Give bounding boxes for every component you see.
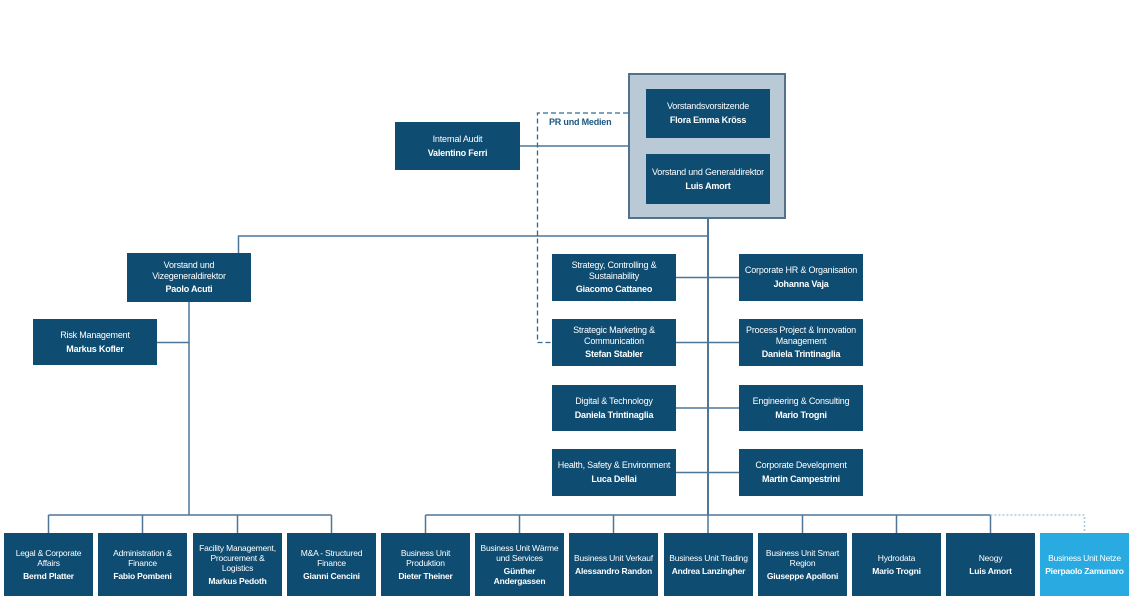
node-title: Facility Management, Procurement & Logis… (199, 542, 276, 573)
node-person-name: Valentino Ferri (427, 147, 488, 158)
node-person-name: Andrea Lanzingher (671, 566, 746, 576)
node-neogy: Neogy Luis Amort (946, 533, 1035, 596)
node-title: Corporate Development (755, 460, 847, 471)
node-person-name: Luis Amort (685, 180, 731, 191)
node-person-name: Bernd Platter (23, 571, 74, 581)
node-person-name: Alessandro Randon (575, 566, 652, 576)
node-title: Administration & Finance (113, 547, 172, 568)
node-bu-waerme-services: Business Unit Wärme und Services Günther… (475, 533, 564, 596)
node-health-safety: Health, Safety & Environment Luca Dellai (552, 449, 676, 496)
node-title: Vorstand und Generaldirektor (652, 166, 764, 177)
node-bu-trading: Business Unit Trading Andrea Lanzingher (664, 533, 753, 596)
node-person-name: Mario Trogni (872, 566, 921, 576)
node-ma-structured-finance: M&A - Structured Finance Gianni Cencini (287, 533, 376, 596)
node-person-name: Fabio Pombeni (113, 571, 172, 581)
node-title: Health, Safety & Environment (557, 460, 671, 471)
node-engineering-consulting: Engineering & Consulting Mario Trogni (739, 385, 863, 431)
node-title: Internal Audit (432, 133, 483, 144)
node-title: Business Unit Netze (1048, 552, 1121, 563)
node-digital-technology: Digital & Technology Daniela Trintinagli… (552, 385, 676, 431)
node-facility-management: Facility Management, Procurement & Logis… (193, 533, 282, 596)
node-risk-management: Risk Management Markus Kofler (33, 319, 157, 365)
node-corporate-hr: Corporate HR & Organisation Johanna Vaja (739, 254, 863, 301)
node-person-name: Mario Trogni (775, 409, 827, 420)
node-title: Neogy (978, 552, 1003, 563)
node-internal-audit: Internal Audit Valentino Ferri (395, 122, 520, 170)
node-person-name: Stefan Stabler (585, 349, 643, 360)
node-person-name: Luca Dellai (591, 474, 637, 484)
connector (47, 514, 333, 533)
node-vice-director: Vorstand und Vizegeneraldirektor Paolo A… (127, 253, 251, 302)
connector-dashed (536, 112, 628, 344)
node-bu-verkauf: Business Unit Verkauf Alessandro Randon (569, 533, 658, 596)
node-person-name: Giuseppe Apolloni (766, 571, 839, 581)
node-title: Business Unit Smart Region (765, 547, 840, 568)
node-corporate-development: Corporate Development Martin Campestrini (739, 449, 863, 496)
node-bu-produktion: Business Unit Produktion Dieter Theiner (381, 533, 470, 596)
node-title: Strategy, Controlling & Sustainability (571, 260, 657, 281)
node-person-name: Luis Amort (969, 566, 1012, 576)
node-title: Engineering & Consulting (752, 395, 850, 406)
node-process-project: Process Project & Innovation Management … (739, 319, 863, 366)
node-administration-finance: Administration & Finance Fabio Pombeni (98, 533, 187, 596)
node-title: Business Unit Trading (669, 552, 748, 563)
node-title: Vorstandsvorsitzende (666, 101, 750, 112)
node-hydrodata: Hydrodata Mario Trogni (852, 533, 941, 596)
node-person-name: Günther Andergassen (493, 566, 546, 587)
node-person-name: Pierpaolo Zamunaro (1045, 566, 1124, 576)
node-person-name: Giacomo Cattaneo (575, 284, 653, 295)
node-title: Legal & Corporate Affairs (15, 547, 82, 568)
node-bu-smart-region: Business Unit Smart Region Giuseppe Apol… (758, 533, 847, 596)
node-title: Business Unit Produktion (400, 547, 451, 568)
node-title: Digital & Technology (575, 395, 653, 406)
node-person-name: Flora Emma Kröss (669, 115, 747, 125)
node-person-name: Daniela Trintinaglia (574, 409, 654, 420)
node-title: Vorstand und Vizegeneraldirektor (152, 260, 226, 281)
pr-medien-label: PR und Medien (549, 117, 612, 127)
node-person-name: Dieter Theiner (398, 571, 453, 581)
node-strategy-controlling: Strategy, Controlling & Sustainability G… (552, 254, 676, 301)
node-title: M&A - Structured Finance (300, 547, 363, 568)
node-title: Corporate HR & Organisation (744, 265, 858, 276)
node-person-name: Daniela Trintinaglia (761, 349, 841, 360)
node-person-name: Johanna Vaja (773, 279, 829, 289)
node-bu-netze: Business Unit Netze Pierpaolo Zamunaro (1040, 533, 1129, 596)
node-chairwoman: Vorstandsvorsitzende Flora Emma Kröss (646, 89, 770, 138)
node-person-name: Martin Campestrini (762, 474, 840, 484)
connector (237, 235, 708, 253)
node-general-director: Vorstand und Generaldirektor Luis Amort (646, 154, 770, 204)
node-title: Strategic Marketing & Communication (573, 325, 655, 346)
node-title: Risk Management (60, 329, 130, 340)
node-title: Hydrodata (877, 552, 916, 563)
node-title: Business Unit Verkauf (574, 552, 653, 563)
node-strategic-marketing: Strategic Marketing & Communication Stef… (552, 319, 676, 366)
node-person-name: Markus Kofler (66, 343, 124, 354)
connector (424, 514, 992, 533)
node-person-name: Gianni Cencini (303, 571, 360, 581)
node-legal-corporate-affairs: Legal & Corporate Affairs Bernd Platter (4, 533, 93, 596)
node-title: Business Unit Wärme und Services (480, 542, 559, 563)
node-person-name: Markus Pedoth (208, 576, 267, 587)
node-person-name: Paolo Acuti (165, 284, 213, 295)
connector-dotted (990, 514, 1086, 533)
node-title: Process Project & Innovation Management (746, 325, 856, 346)
